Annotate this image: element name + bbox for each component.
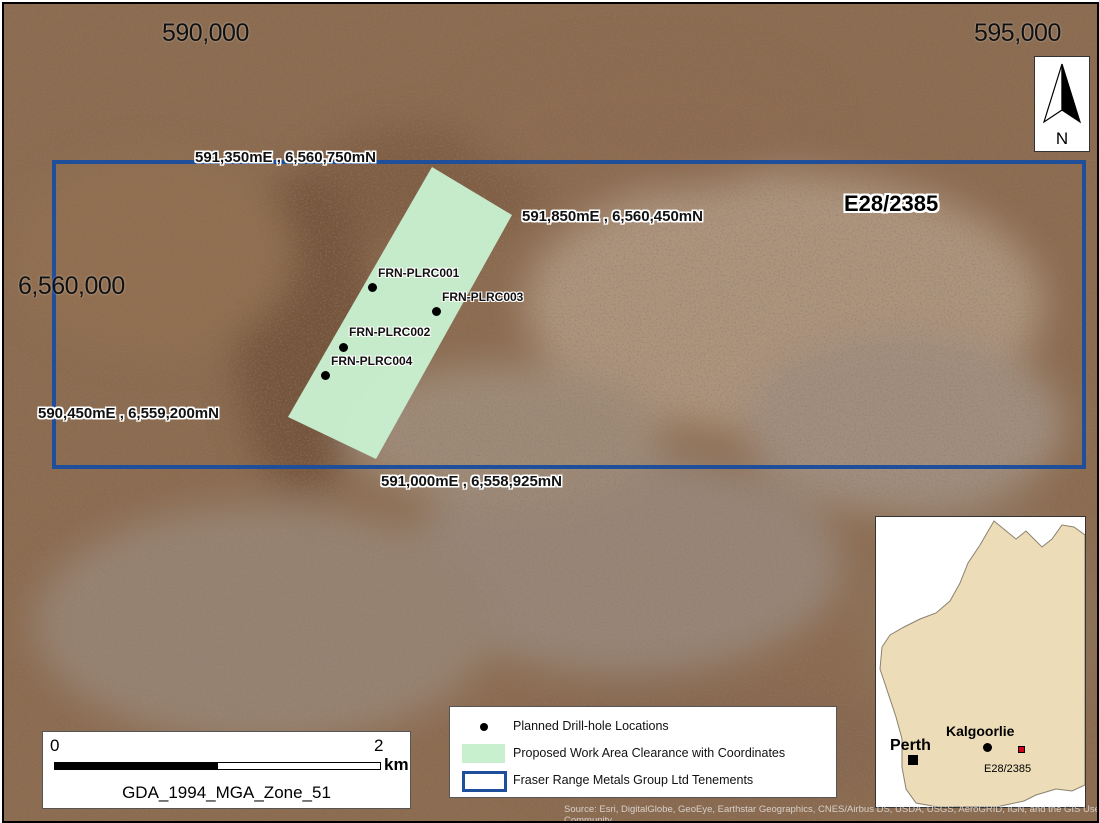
north-letter: N bbox=[1055, 129, 1069, 148]
grid-label-easting-595000: 595,000 bbox=[974, 19, 1061, 47]
work-area-symbol bbox=[462, 744, 505, 763]
drill-hole-symbol bbox=[480, 723, 488, 731]
north-arrow: N bbox=[1034, 56, 1090, 152]
drill-hole-label: FRN-PLRC003 bbox=[442, 290, 524, 304]
legend-label: Planned Drill-hole Locations bbox=[513, 719, 669, 733]
legend-label: Fraser Range Metals Group Ltd Tenements bbox=[513, 773, 754, 787]
scale-bar: 0 2 km GDA_1994_MGA_Zone_51 bbox=[42, 731, 411, 809]
coordinate-label-east-corner: 591,850mE , 6,560,450mN bbox=[522, 208, 703, 225]
kalgoorlie-marker bbox=[983, 743, 992, 752]
inset-tenement-label: E28/2385 bbox=[984, 763, 1032, 775]
scale-start-label: 0 bbox=[50, 736, 60, 755]
tenement-symbol bbox=[462, 771, 507, 792]
drill-hole-marker[interactable] bbox=[339, 343, 348, 352]
drill-hole-marker[interactable] bbox=[321, 371, 330, 380]
coordinate-label-north-corner: 591,350mE , 6,560,750mN bbox=[195, 149, 376, 166]
drill-hole-marker[interactable] bbox=[432, 307, 441, 316]
scale-unit-label: km bbox=[384, 755, 409, 774]
perth-label: Perth bbox=[890, 737, 931, 754]
kalgoorlie-label: Kalgoorlie bbox=[946, 723, 1015, 739]
inset-tenement-marker bbox=[1018, 746, 1025, 753]
grid-label-northing-6560000: 6,560,000 bbox=[18, 272, 125, 300]
coordinate-label-west-corner: 590,450mE , 6,559,200mN bbox=[38, 405, 219, 422]
projection-label: GDA_1994_MGA_Zone_51 bbox=[122, 783, 331, 802]
north-arrow-icon bbox=[1042, 63, 1082, 124]
scale-bar-track bbox=[54, 762, 381, 770]
imagery-attribution: Source: Esri, DigitalGlobe, GeoEye, Eart… bbox=[564, 804, 1099, 823]
tenement-label: E28/2385 bbox=[844, 191, 939, 216]
satellite-terrain bbox=[4, 4, 1097, 821]
scale-bar-fill bbox=[55, 763, 218, 769]
tenement-boundary bbox=[52, 160, 1086, 469]
drill-hole-label: FRN-PLRC002 bbox=[349, 325, 431, 339]
drill-hole-label: FRN-PLRC004 bbox=[331, 354, 413, 368]
perth-marker bbox=[908, 755, 918, 765]
location-inset-map: Perth Kalgoorlie E28/2385 bbox=[875, 516, 1086, 808]
map-legend: Planned Drill-hole Locations Proposed Wo… bbox=[449, 706, 837, 798]
legend-label: Proposed Work Area Clearance with Coordi… bbox=[513, 746, 786, 760]
scale-end-label: 2 bbox=[374, 736, 384, 755]
western-australia-outline bbox=[879, 520, 1085, 807]
drill-hole-label: FRN-PLRC001 bbox=[378, 266, 460, 280]
coordinate-label-south-corner: 591,000mE , 6,558,925mN bbox=[381, 473, 562, 490]
work-area-clearance bbox=[288, 167, 512, 459]
drill-hole-marker[interactable] bbox=[368, 283, 377, 292]
grid-label-easting-590000: 590,000 bbox=[162, 19, 249, 47]
